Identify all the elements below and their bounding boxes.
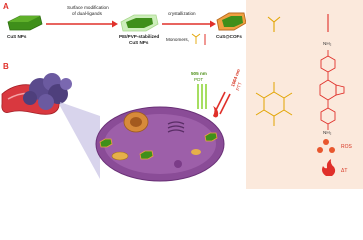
chemical-structures xyxy=(255,14,345,176)
heat-label: ΔT xyxy=(341,168,348,174)
pdt-laser-beam xyxy=(197,84,207,109)
cus-cof-label: CuS@COFs xyxy=(216,34,242,39)
step1-label-line2: of dual-ligands xyxy=(72,11,102,16)
step2-label: crystallization xyxy=(168,11,196,16)
monomer-icon-ligand xyxy=(191,33,201,44)
panel-label-b: B xyxy=(3,62,9,71)
amine-label-top: NH₂ xyxy=(323,41,332,46)
amine-label-bottom: NH₂ xyxy=(323,130,332,135)
trialdehyde-structure xyxy=(255,82,293,126)
pdt-wavelength: 505 nm xyxy=(191,71,207,76)
zoom-indicator xyxy=(60,102,100,179)
therapy-illustration xyxy=(1,73,231,182)
ros-icon xyxy=(317,139,335,153)
panel-label-a: A xyxy=(3,2,9,11)
trialdehyde-monomer-icon xyxy=(267,16,281,32)
heat-flame-icon xyxy=(213,106,219,118)
monomers-label: Monomers, xyxy=(166,37,189,42)
golgi-apparatus xyxy=(167,121,185,133)
stabilized-label-line2: CuS NPs xyxy=(129,40,149,45)
ptt-laser-beam xyxy=(214,91,231,115)
tumor-mass xyxy=(23,73,72,110)
ros-label: ROS xyxy=(341,144,352,150)
cus-np-label: CuS NPs xyxy=(7,34,27,39)
diamine-structure xyxy=(319,50,345,130)
figure-canvas: A Surface modification of dual-ligands c… xyxy=(1,0,363,189)
stabilized-label-line1: PEI/PVP-stabilized xyxy=(119,34,160,39)
step1-label-line1: Surface modification xyxy=(67,5,109,10)
intracellular-nanoparticle xyxy=(139,150,154,160)
mitochondrion xyxy=(111,151,129,161)
monomer-legend-panel xyxy=(246,0,363,189)
pdt-label: PDT xyxy=(194,77,204,82)
flame-icon xyxy=(322,159,336,176)
synthesis-scheme xyxy=(7,12,246,45)
